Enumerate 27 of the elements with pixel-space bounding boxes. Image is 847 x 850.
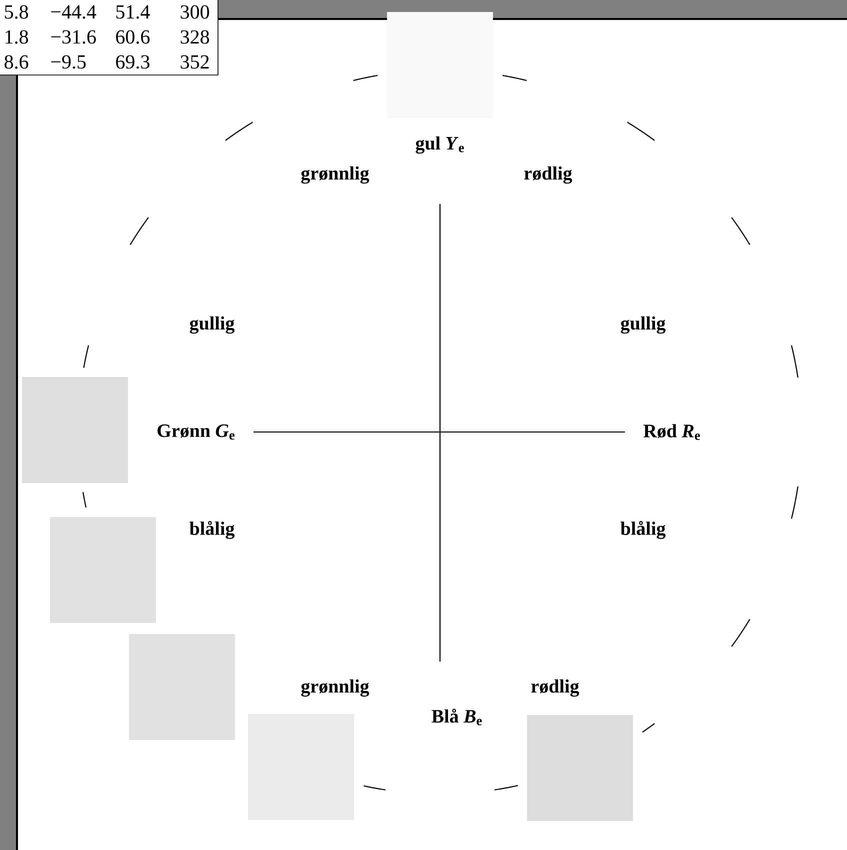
data-table: 5.8 −44.4 51.4 300 1.8 −31.6 60.6 328 8.6 −9.5 69.3 352 (0, 0, 218, 76)
label: −44.4 (51, 5, 96, 19)
label: 300 (180, 5, 210, 19)
axis-label: gul Y$_{e}$ (416, 136, 464, 154)
axis-label: Grønn G$_{e}$ (158, 424, 234, 440)
axis-label: Blå B$_{e}$ (432, 708, 482, 726)
label: −31.6 (51, 30, 96, 44)
hue-label: grønnlig (301, 166, 370, 184)
axis-line (254, 431, 625, 433)
label: 60.6 (116, 30, 150, 44)
label: 352 (180, 55, 209, 69)
hue-label: rødlig (531, 679, 580, 697)
hue-label: blålig (190, 521, 235, 539)
hue-label: gullig (620, 316, 666, 334)
hue-label: grønnlig (301, 679, 370, 697)
hue-label: rødlig (524, 166, 572, 184)
label: 51.4 (116, 5, 150, 19)
axis-label: Rød R$_{e}$ (644, 424, 700, 440)
label: 69.3 (116, 55, 150, 69)
hue-label: blålig (620, 521, 666, 539)
label: 328 (180, 30, 210, 44)
label: 1.8 (6, 30, 28, 44)
hue-label: gullig (190, 316, 235, 334)
label: 5.8 (4, 5, 28, 19)
axis-line (439, 204, 441, 662)
label: 8.6 (4, 55, 28, 69)
label: −9.5 (51, 55, 86, 69)
